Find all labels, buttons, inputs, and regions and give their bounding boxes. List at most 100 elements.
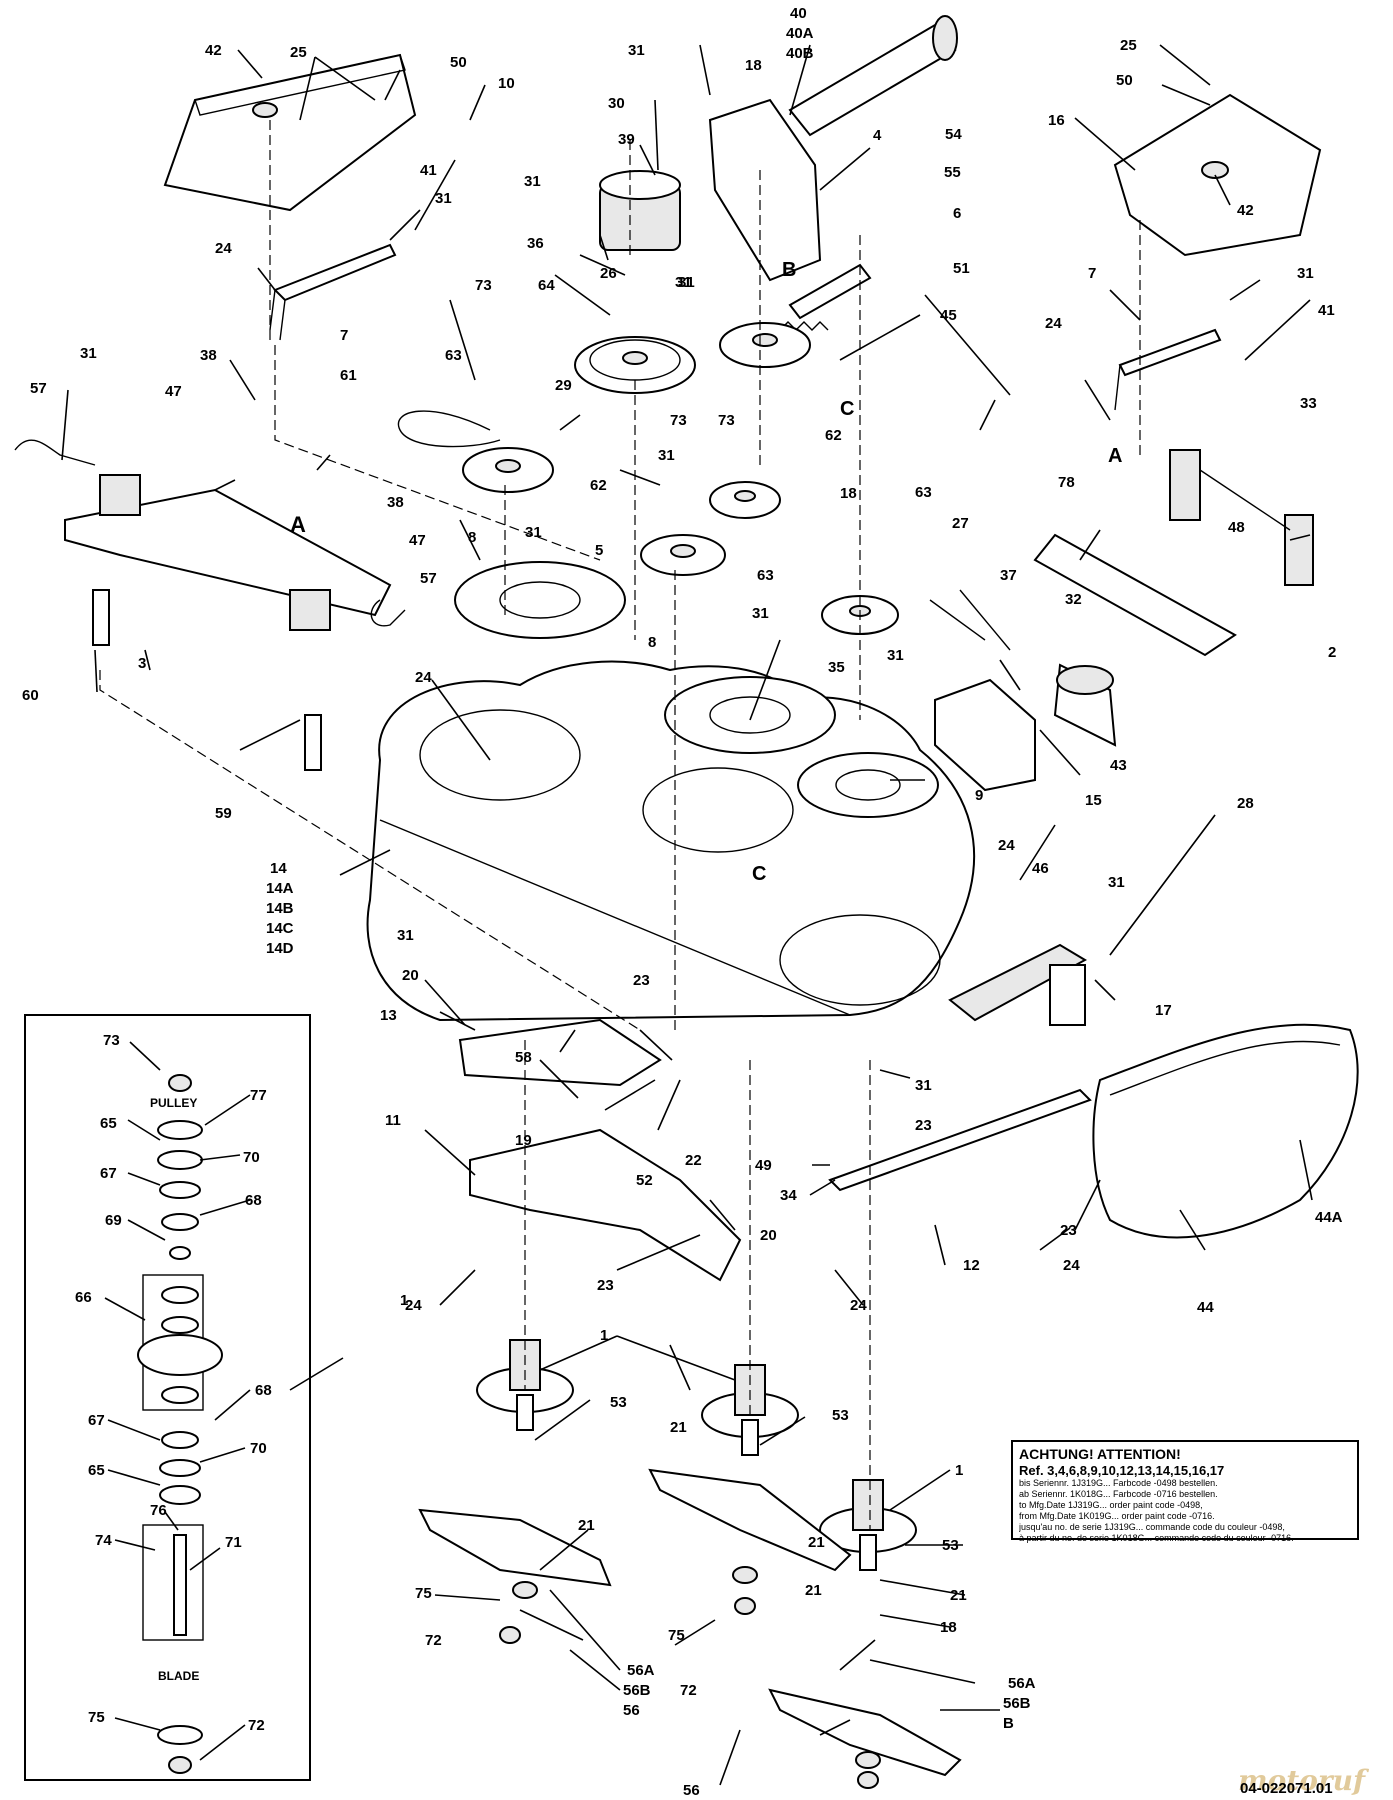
callout: 31 bbox=[658, 447, 675, 464]
callout: 56 bbox=[623, 1702, 640, 1719]
callout: 22 bbox=[685, 1152, 702, 1169]
callout: 18 bbox=[745, 57, 762, 74]
spindle-plate-9 bbox=[797, 752, 939, 818]
notice-line: jusqu'au no. de serie 1J319G... commande… bbox=[1019, 1522, 1285, 1532]
spindle-assembly-right bbox=[819, 1479, 917, 1571]
callout: 31 bbox=[678, 274, 695, 291]
nut-72-center bbox=[734, 1597, 756, 1615]
callout: 52 bbox=[636, 1172, 653, 1189]
nut-72-right bbox=[857, 1771, 879, 1789]
callout: 31 bbox=[397, 927, 414, 944]
spindle-hole-center bbox=[642, 767, 794, 853]
strip-12 bbox=[828, 1088, 1092, 1192]
callout: 24 bbox=[1063, 1257, 1080, 1274]
notice-heading: ACHTUNG! ATTENTION! bbox=[1019, 1446, 1181, 1462]
notice-line: à partir du no. de serie 1K018G... comma… bbox=[1019, 1533, 1294, 1543]
callout: 31 bbox=[80, 345, 97, 362]
drive-shaft bbox=[788, 15, 958, 137]
notice-refs: Ref. 3,4,6,8,9,10,12,13,14,15,16,17 bbox=[1019, 1463, 1225, 1478]
callout: 7 bbox=[340, 327, 348, 344]
washer-75-left bbox=[512, 1581, 538, 1599]
callout: 1 bbox=[955, 1462, 963, 1479]
callout: 65 bbox=[88, 1462, 105, 1479]
callout: 54 bbox=[945, 126, 962, 143]
callout: 43 bbox=[1110, 757, 1127, 774]
blade-left bbox=[418, 1508, 612, 1587]
leader-lines bbox=[61, 44, 1313, 1786]
callout: 16 bbox=[1048, 112, 1065, 129]
callout: 24 bbox=[998, 837, 1015, 854]
callout: A bbox=[1108, 445, 1122, 467]
callout: 41 bbox=[1318, 302, 1335, 319]
callout: 14D bbox=[266, 940, 294, 957]
baffle-13 bbox=[458, 1018, 662, 1087]
callout: 56A bbox=[1008, 1675, 1036, 1692]
callout: C bbox=[752, 863, 766, 885]
callout: 31 bbox=[525, 524, 542, 541]
callout: 63 bbox=[757, 567, 774, 584]
callout: 73 bbox=[103, 1032, 120, 1049]
callout: 30 bbox=[608, 95, 625, 112]
callout: 38 bbox=[200, 347, 217, 364]
callout: 72 bbox=[425, 1632, 442, 1649]
callout: 10 bbox=[498, 75, 515, 92]
knob-42-left bbox=[252, 102, 278, 118]
callout: 56 bbox=[683, 1782, 700, 1799]
callout: 28 bbox=[1237, 795, 1254, 812]
callout: 3 bbox=[138, 655, 146, 672]
callout: 21 bbox=[808, 1534, 825, 1551]
callout-labels: 40 40A 40B 42 25 50 10 31 18 25 50 30 4 … bbox=[22, 5, 1343, 1799]
spindle-hole-left bbox=[419, 709, 581, 801]
callout: 21 bbox=[578, 1517, 595, 1534]
callout: 24 bbox=[405, 1297, 422, 1314]
callout: 48 bbox=[1228, 519, 1245, 536]
callout: 56B bbox=[1003, 1695, 1031, 1712]
callout: 40A bbox=[786, 25, 814, 42]
callout: 50 bbox=[1116, 72, 1133, 89]
callout: 67 bbox=[100, 1165, 117, 1182]
callout: 26 bbox=[600, 265, 617, 282]
callout: 42 bbox=[205, 42, 222, 59]
callout: 36 bbox=[527, 235, 544, 252]
blade-right bbox=[768, 1688, 962, 1777]
callout: 64 bbox=[538, 277, 555, 294]
callout: 15 bbox=[1085, 792, 1102, 809]
callout: 23 bbox=[915, 1117, 932, 1134]
callout: 24 bbox=[415, 669, 432, 686]
callout: 75 bbox=[415, 1585, 432, 1602]
callout: 57 bbox=[30, 380, 47, 397]
callout: 44 bbox=[1197, 1299, 1214, 1316]
spindle-hole-right bbox=[779, 914, 941, 1006]
callout: 31 bbox=[435, 190, 452, 207]
callout: 19 bbox=[515, 1132, 532, 1149]
callout: 20 bbox=[402, 967, 419, 984]
callout: 8 bbox=[468, 529, 476, 546]
callout: 39 bbox=[618, 131, 635, 148]
callout: 72 bbox=[248, 1717, 265, 1734]
hinge-bracket-46 bbox=[948, 943, 1088, 1026]
callout: 49 bbox=[755, 1157, 772, 1174]
callout: 71 bbox=[225, 1534, 242, 1551]
callout: 40 bbox=[790, 5, 807, 22]
callout: 7 bbox=[1088, 265, 1096, 282]
callout: 62 bbox=[590, 477, 607, 494]
callout: 38 bbox=[387, 494, 404, 511]
notice-line: ab Seriennr. 1K018G... Farbcode -0716 be… bbox=[1019, 1489, 1218, 1499]
hitch-bar-3 bbox=[14, 439, 406, 631]
callout: 31 bbox=[675, 274, 692, 291]
callout: 14 bbox=[270, 860, 287, 877]
callout: 9 bbox=[975, 787, 983, 804]
spindle-plate-8-center bbox=[664, 676, 836, 754]
callout: 20 bbox=[760, 1227, 777, 1244]
bracket-15 bbox=[934, 678, 1036, 792]
callout: 35 bbox=[828, 659, 845, 676]
callout: 25 bbox=[290, 44, 307, 61]
callout: 24 bbox=[850, 1297, 867, 1314]
spacer-60 bbox=[92, 589, 110, 646]
callout: 18 bbox=[940, 1619, 957, 1636]
callout: 2 bbox=[1328, 644, 1336, 661]
callout: 68 bbox=[255, 1382, 272, 1399]
callout: 44A bbox=[1315, 1209, 1343, 1226]
spindle-detail-inset bbox=[24, 1014, 311, 1781]
callout: 37 bbox=[1000, 567, 1017, 584]
